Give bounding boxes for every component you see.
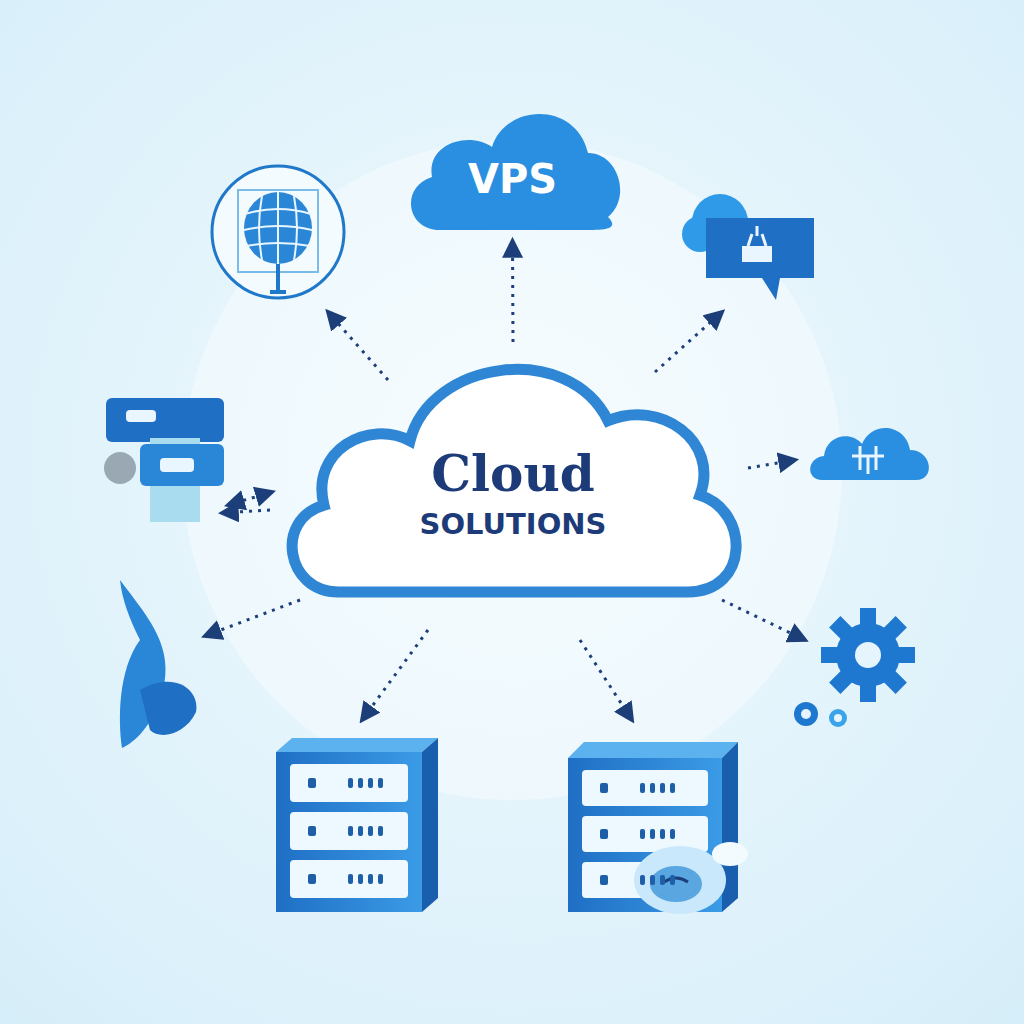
- server-led: [308, 874, 316, 884]
- server-led: [640, 783, 645, 793]
- chat-bubbles-icon: [104, 398, 224, 522]
- server-led: [600, 875, 608, 885]
- server-led: [650, 875, 655, 885]
- server-led: [640, 829, 645, 839]
- server-led: [368, 874, 373, 884]
- node-title: Cloud: [431, 446, 594, 501]
- server-rack: [276, 738, 438, 912]
- server-led: [670, 875, 675, 885]
- server-led: [660, 783, 665, 793]
- cloud-hub: CloudSOLUTIONS: [268, 318, 758, 610]
- vps-cloud: VPS: [400, 95, 625, 235]
- server-led: [358, 826, 363, 836]
- shield-icon: [120, 580, 196, 748]
- server-led: [378, 874, 383, 884]
- server-led: [368, 778, 373, 788]
- server-led: [640, 875, 645, 885]
- server-led: [308, 778, 316, 788]
- server-led: [358, 874, 363, 884]
- dotted-arrows: [205, 312, 805, 720]
- server-led: [600, 829, 608, 839]
- server-led: [600, 783, 608, 793]
- server-led: [348, 874, 353, 884]
- server-led: [660, 875, 665, 885]
- server-led: [670, 829, 675, 839]
- globe-icon: [212, 166, 344, 298]
- server-led: [378, 778, 383, 788]
- server-led: [660, 829, 665, 839]
- glow: [182, 140, 842, 800]
- cloud-shape: [411, 114, 620, 230]
- server-led: [308, 826, 316, 836]
- node-subtitle: SOLUTIONS: [420, 509, 607, 541]
- server-led: [348, 778, 353, 788]
- server-rack: [568, 742, 748, 914]
- dotted-connector: [511, 241, 515, 342]
- node-title: VPS: [468, 157, 557, 201]
- server-led: [670, 783, 675, 793]
- server-led: [650, 783, 655, 793]
- server-leds: [308, 778, 675, 885]
- server-led: [358, 778, 363, 788]
- gear-icon: [794, 589, 934, 727]
- server-led: [348, 826, 353, 836]
- cloud-icon: [810, 428, 929, 480]
- server-led: [368, 826, 373, 836]
- chat-icon: [682, 194, 814, 300]
- cloud-shape: [292, 369, 736, 591]
- server-led: [378, 826, 383, 836]
- server-led: [650, 829, 655, 839]
